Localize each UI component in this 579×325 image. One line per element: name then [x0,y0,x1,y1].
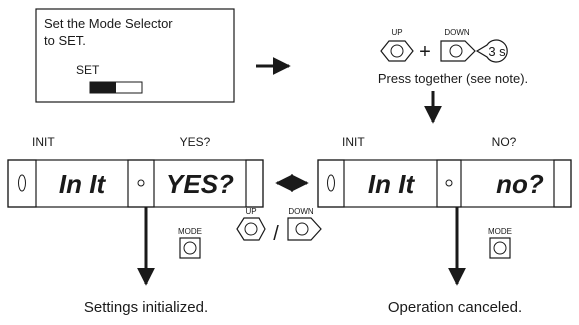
right-segment-no: no? [496,169,544,199]
middle-down-label: DOWN [288,207,314,216]
timer-callout-icon: 3 s [475,39,508,63]
instruction-box: Set the Mode Selector to SET. SET [35,8,235,103]
left-mode-label: MODE [178,227,202,236]
left-segment-yes: YES? [166,169,234,199]
instruction-line-2: to SET. [44,33,86,48]
top-down-label: DOWN [444,28,470,37]
top-up-label: UP [391,28,402,37]
right-mode-button-icon[interactable] [489,237,511,259]
result-canceled: Operation canceled. [388,299,522,316]
middle-up-label: UP [245,207,256,216]
left-init-label: INIT [32,135,55,149]
plus-sign: + [419,41,431,63]
top-down-button-icon[interactable] [440,40,476,62]
middle-down-button-icon[interactable] [287,217,322,241]
right-segment-init: In It [368,169,416,199]
up-down-combo: UP + DOWN 3 s Press together (see note). [378,28,528,86]
result-initialized: Settings initialized. [84,299,208,316]
left-segment-init: In It [59,169,107,199]
instruction-line-1: Set the Mode Selector [44,16,173,31]
up-down-separator: / [273,223,279,245]
right-no-label: NO? [492,135,517,149]
press-together-caption: Press together (see note). [378,71,528,86]
left-mode-button-icon[interactable] [179,237,201,259]
switch-label: SET [76,63,100,77]
middle-up-button-icon[interactable] [236,217,266,241]
left-display: In It YES? [7,159,264,208]
right-display: In It no? [317,159,572,208]
mode-selector-switch-icon [89,81,143,94]
right-mode-label: MODE [488,227,512,236]
top-up-button-icon[interactable] [380,40,414,62]
left-yes-label: YES? [180,135,211,149]
right-init-label: INIT [342,135,365,149]
hold-time: 3 s [488,44,506,59]
